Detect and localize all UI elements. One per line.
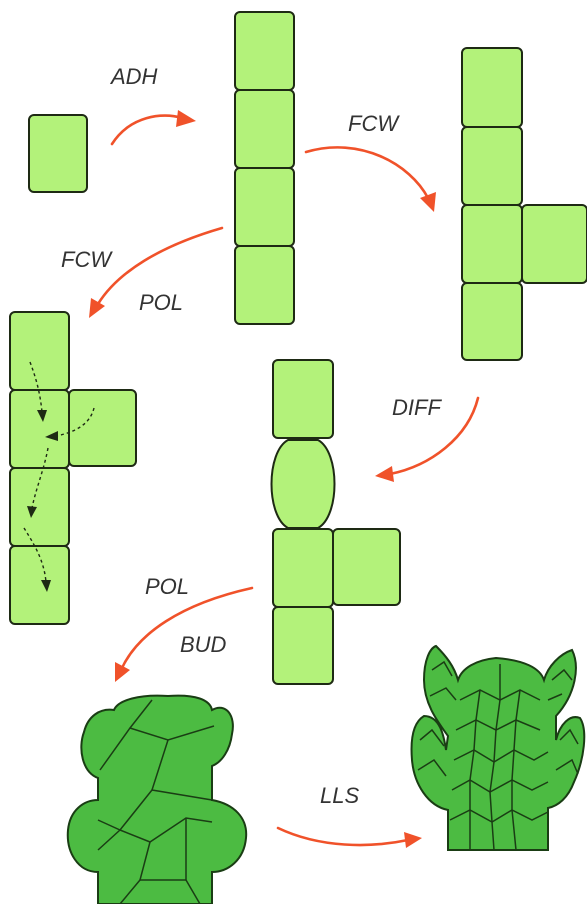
cell	[461, 282, 523, 361]
shoot-cell-wall	[453, 749, 549, 763]
cell	[461, 47, 523, 128]
arrow-fcw-pol-left	[89, 226, 224, 318]
label-pol-bottom: POL	[145, 574, 189, 599]
cell	[28, 114, 88, 193]
shoot-cell-wall	[429, 660, 457, 701]
stage-bud-tissue	[66, 694, 248, 904]
stage-branched-chain	[461, 47, 587, 361]
arrow-diff	[375, 396, 480, 482]
cell	[461, 126, 523, 206]
cell	[272, 606, 334, 685]
arrow-pol-bud	[115, 586, 254, 682]
cell	[234, 167, 295, 247]
label-fcw-left: FCW	[61, 247, 113, 272]
bud-cell-wall	[99, 725, 215, 771]
bud-cell-wall	[139, 818, 187, 881]
cell	[234, 11, 295, 91]
arrow-adh	[110, 110, 196, 146]
label-adh: ADH	[109, 64, 158, 89]
bud-cell-wall	[97, 829, 121, 851]
flow-arrow-head	[41, 580, 51, 592]
arrow-lls	[276, 826, 422, 848]
cell	[9, 389, 70, 469]
cell	[332, 528, 401, 606]
arrow-fcw-top	[304, 146, 436, 212]
shoot-cell-wall	[469, 689, 481, 850]
shoot-tissue-shape	[410, 644, 586, 851]
label-pol-left: POL	[139, 290, 183, 315]
cell	[461, 204, 523, 284]
bud-tissue-shape	[66, 694, 248, 904]
cell	[68, 389, 137, 467]
flow-arrow	[31, 447, 49, 509]
swollen-cell	[270, 439, 336, 529]
flow-arrow-head	[27, 506, 37, 518]
stage-cell-chain	[234, 11, 295, 325]
label-bud: BUD	[180, 632, 227, 657]
flow-arrow-head	[45, 431, 58, 441]
stage-polarized-chain	[9, 311, 137, 625]
shoot-cell-wall	[451, 779, 549, 793]
cell	[234, 245, 295, 325]
label-lls: LLS	[320, 783, 359, 808]
stage-differentiated-chain	[270, 359, 401, 685]
bud-cell-wall	[129, 699, 153, 729]
stage-single-cell	[28, 114, 88, 193]
bud-cell-wall	[185, 879, 201, 904]
label-fcw-top: FCW	[348, 111, 400, 136]
cell	[521, 204, 587, 284]
bud-cell-wall	[119, 879, 141, 904]
stage-leafy-shoot	[410, 644, 586, 851]
cell	[272, 528, 334, 608]
label-diff: DIFF	[392, 395, 442, 420]
flow-arrow-head	[37, 410, 47, 422]
bud-cell-wall	[119, 817, 213, 843]
cell	[272, 359, 334, 439]
shoot-cell-wall	[547, 668, 573, 701]
shoot-cell-wall	[555, 728, 579, 775]
shoot-cell-wall	[417, 728, 447, 777]
flow-arrow	[29, 361, 43, 413]
shoot-cell-wall	[489, 664, 501, 851]
shoot-cell-wall	[511, 689, 521, 851]
cell	[9, 311, 70, 391]
cell	[9, 545, 70, 625]
shoot-cell-wall	[449, 809, 549, 823]
cell	[234, 89, 295, 169]
